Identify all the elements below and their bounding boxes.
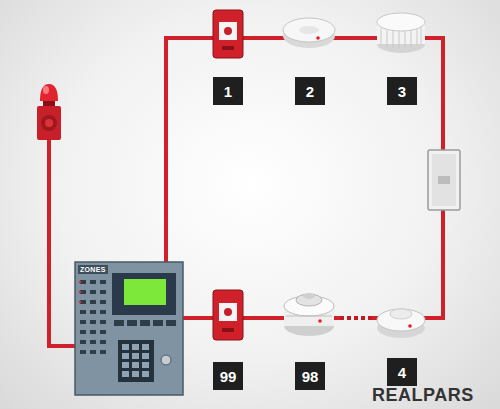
callout-number: 2 xyxy=(295,77,325,105)
callout-number: 3 xyxy=(387,77,417,105)
fire-alarm-control-panel xyxy=(75,262,183,395)
interface-module xyxy=(428,150,460,210)
sounder-beacon xyxy=(37,84,61,140)
manual-call-point xyxy=(213,290,243,340)
smoke-detector xyxy=(377,13,425,53)
watermark: REALPARS xyxy=(372,385,474,406)
smoke-detector xyxy=(377,309,425,338)
callout-number: 4 xyxy=(387,358,417,386)
callout-number: 1 xyxy=(213,77,243,105)
callout-number: 98 xyxy=(295,362,325,390)
panel-heading: ZONES xyxy=(80,266,106,273)
callout-number: 99 xyxy=(213,362,243,390)
smoke-detector xyxy=(283,18,335,48)
manual-call-point xyxy=(213,10,243,58)
multi-sensor-detector xyxy=(284,293,334,336)
